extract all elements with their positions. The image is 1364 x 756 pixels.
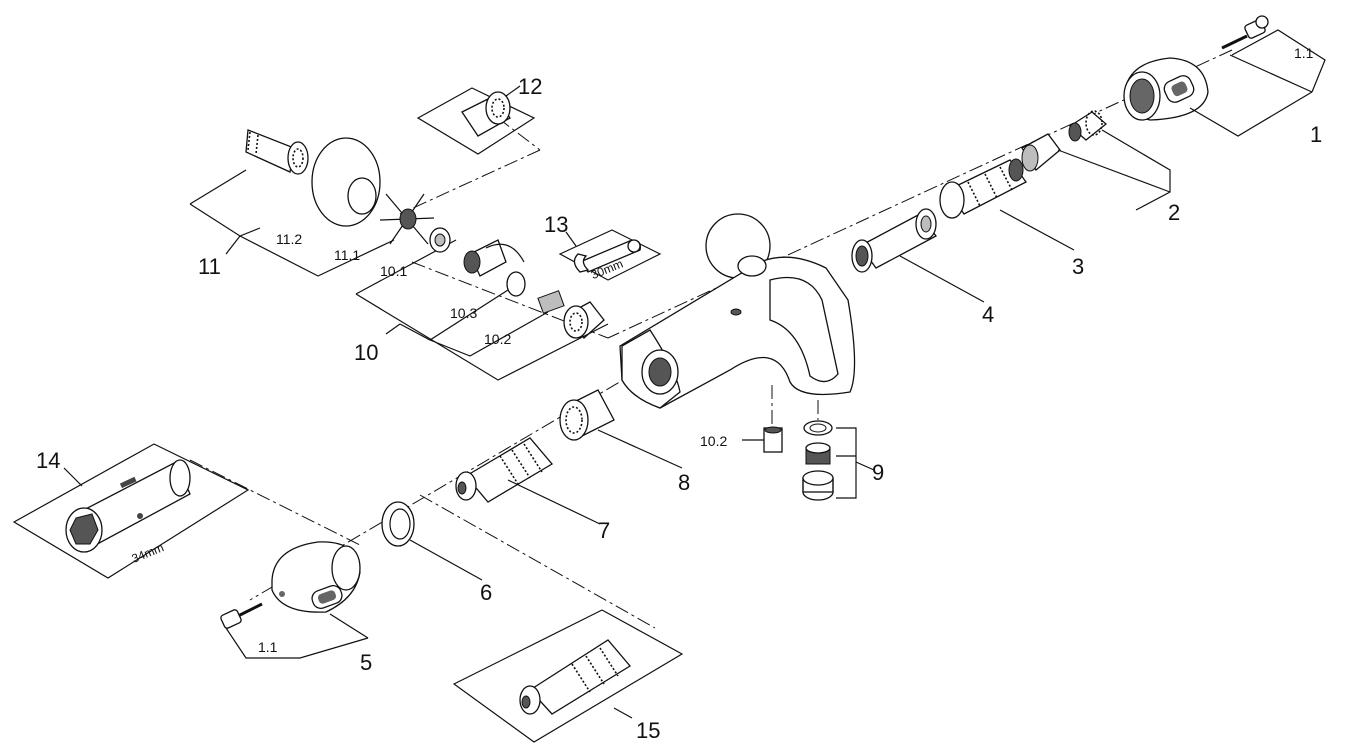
- ring-part-6: [381, 501, 415, 547]
- label-11-2: 11.2: [276, 231, 302, 247]
- aerator-set-part-9: [802, 420, 834, 501]
- label-11-1: 11.1: [334, 247, 360, 263]
- screw-and-cap-1-1-bottom: [220, 602, 263, 629]
- label-11: 11: [198, 254, 221, 279]
- filter-10-2-body: [763, 426, 783, 453]
- label-4: 4: [982, 302, 994, 327]
- thermo-element-part-4: [851, 208, 937, 273]
- label-1-1-bottom: 1.1: [258, 639, 278, 655]
- thermostat-mixer-body: [619, 213, 856, 409]
- leader-line-8: [597, 429, 683, 469]
- label-10-3: 10.3: [450, 305, 477, 321]
- leader-lines-11: [189, 169, 395, 277]
- leader-lines-2: [1057, 129, 1171, 211]
- extension-part-12: [416, 85, 536, 155]
- connection-part-10: [463, 239, 605, 339]
- stop-ring-part-2: [1021, 110, 1108, 172]
- label-2: 2: [1168, 200, 1180, 225]
- leader-lines-1: [1189, 29, 1326, 137]
- temperature-handle-bottom: [271, 541, 361, 613]
- leader-line-6: [409, 539, 483, 581]
- label-6: 6: [480, 580, 492, 605]
- label-10-1: 10.1: [380, 263, 407, 279]
- label-12: 12: [518, 74, 542, 99]
- seal-star-11-1: [379, 193, 435, 245]
- wrench-tool-part-13: [558, 229, 662, 281]
- label-5: 5: [360, 650, 372, 675]
- spare-valve-part-15: [452, 609, 684, 743]
- label-10: 10: [354, 340, 378, 365]
- leader-lines-9: [836, 427, 875, 499]
- label-10-2: 10.2: [484, 331, 511, 347]
- leader-line-4: [899, 255, 985, 303]
- valve-part-7: [455, 437, 553, 503]
- leader-line-7: [507, 479, 601, 525]
- label-14: 14: [36, 448, 60, 473]
- socket-size-text: 34mm: [130, 540, 166, 565]
- label-1: 1: [1310, 122, 1322, 147]
- leader-line-3: [999, 209, 1075, 251]
- label-8: 8: [678, 470, 690, 495]
- eccentric-connector-part-11: [245, 129, 451, 253]
- adapter-part-8: [559, 389, 615, 441]
- label-3: 3: [1072, 254, 1084, 279]
- label-7: 7: [598, 518, 610, 543]
- screw-and-cap-1-1-top: [1221, 15, 1269, 50]
- label-1-1-top: 1.1: [1294, 45, 1314, 61]
- label-10-2-body: 10.2: [700, 433, 727, 449]
- temperature-handle-top: [1123, 57, 1209, 121]
- leader-lines-5: [225, 613, 369, 659]
- label-13: 13: [544, 212, 568, 237]
- thermostatic-cartridge-part-3: [939, 158, 1027, 219]
- socket-tool-part-14: [12, 443, 250, 579]
- label-15: 15: [636, 718, 660, 743]
- label-9: 9: [872, 460, 884, 485]
